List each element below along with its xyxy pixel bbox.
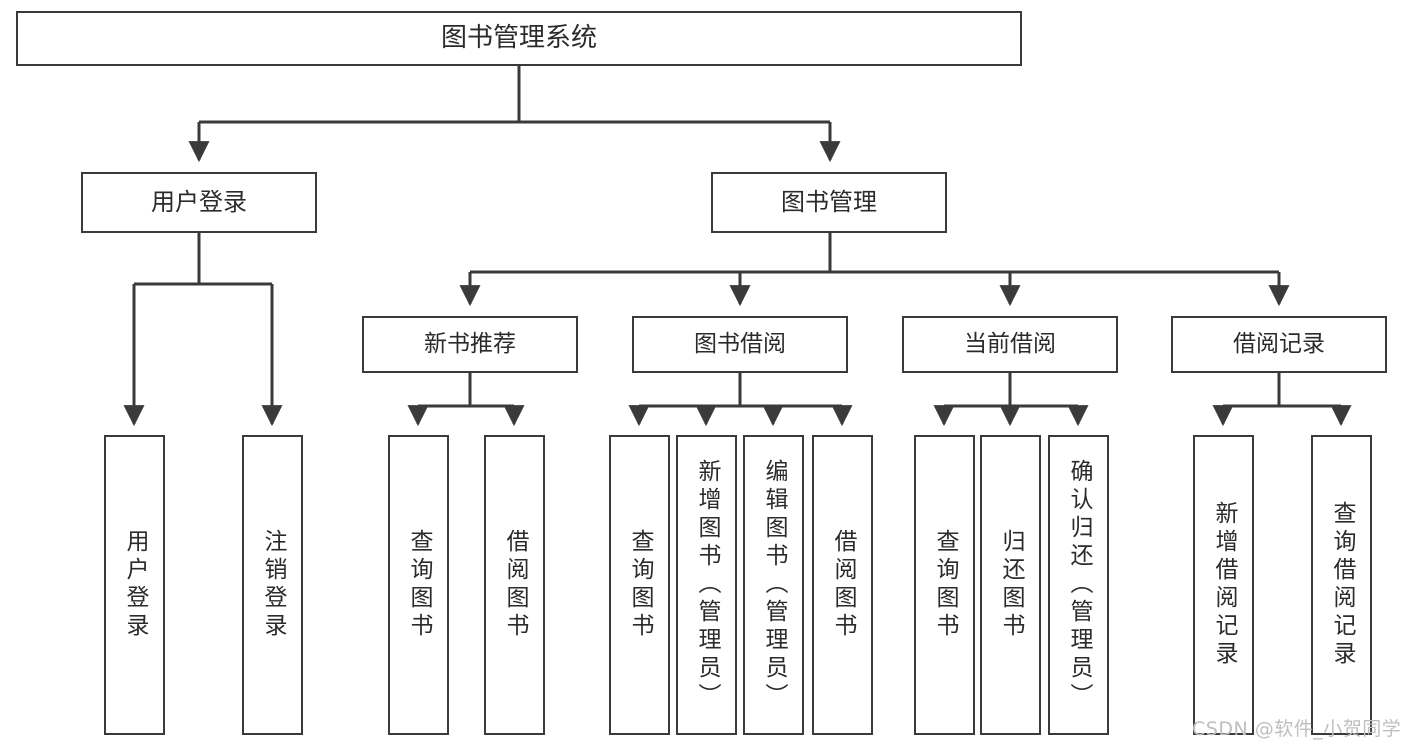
node-borrow-record[interactable]: 借阅记录 <box>1171 316 1387 373</box>
leaf-return-book[interactable]: 归还图书 <box>980 435 1041 735</box>
node-book-borrow[interactable]: 图书借阅 <box>632 316 848 373</box>
node-label: 借阅记录 <box>1233 331 1325 358</box>
leaf-add-borrow-record[interactable]: 新增借阅记录 <box>1193 435 1254 735</box>
node-label: 确认归还（管理员） <box>1066 459 1092 711</box>
leaf-confirm-return-admin[interactable]: 确认归还（管理员） <box>1048 435 1109 735</box>
node-new-book-recommend[interactable]: 新书推荐 <box>362 316 578 373</box>
leaf-query-book-borrow[interactable]: 查询图书 <box>609 435 670 735</box>
node-label: 查询图书 <box>932 529 958 641</box>
leaf-query-borrow-record[interactable]: 查询借阅记录 <box>1311 435 1372 735</box>
node-book-management[interactable]: 图书管理 <box>711 172 947 233</box>
node-label: 查询图书 <box>627 529 653 641</box>
node-current-borrow[interactable]: 当前借阅 <box>902 316 1118 373</box>
node-label: 用户登录 <box>151 187 247 216</box>
node-root-system[interactable]: 图书管理系统 <box>16 11 1022 66</box>
leaf-add-book-admin[interactable]: 新增图书（管理员） <box>676 435 737 735</box>
leaf-borrow-book-recommend[interactable]: 借阅图书 <box>484 435 545 735</box>
node-label: 编辑图书（管理员） <box>761 459 787 711</box>
node-user-login[interactable]: 用户登录 <box>81 172 317 233</box>
node-label: 图书借阅 <box>694 331 786 358</box>
node-label: 查询借阅记录 <box>1329 501 1355 669</box>
node-label: 查询图书 <box>406 529 432 641</box>
node-label: 新增图书（管理员） <box>694 459 720 711</box>
leaf-logout[interactable]: 注销登录 <box>242 435 303 735</box>
node-label: 新书推荐 <box>424 331 516 358</box>
leaf-borrow-book[interactable]: 借阅图书 <box>812 435 873 735</box>
node-label: 归还图书 <box>998 529 1024 641</box>
node-label: 借阅图书 <box>502 529 528 641</box>
node-label: 用户登录 <box>122 529 148 641</box>
leaf-query-book-recommend[interactable]: 查询图书 <box>388 435 449 735</box>
leaf-edit-book-admin[interactable]: 编辑图书（管理员） <box>743 435 804 735</box>
node-label: 当前借阅 <box>964 331 1056 358</box>
node-label: 图书管理系统 <box>440 22 597 53</box>
node-label: 新增借阅记录 <box>1211 501 1237 669</box>
node-label: 借阅图书 <box>830 529 856 641</box>
leaf-user-login[interactable]: 用户登录 <box>104 435 165 735</box>
node-label: 注销登录 <box>260 529 286 641</box>
leaf-query-book-current[interactable]: 查询图书 <box>914 435 975 735</box>
node-label: 图书管理 <box>781 187 877 216</box>
